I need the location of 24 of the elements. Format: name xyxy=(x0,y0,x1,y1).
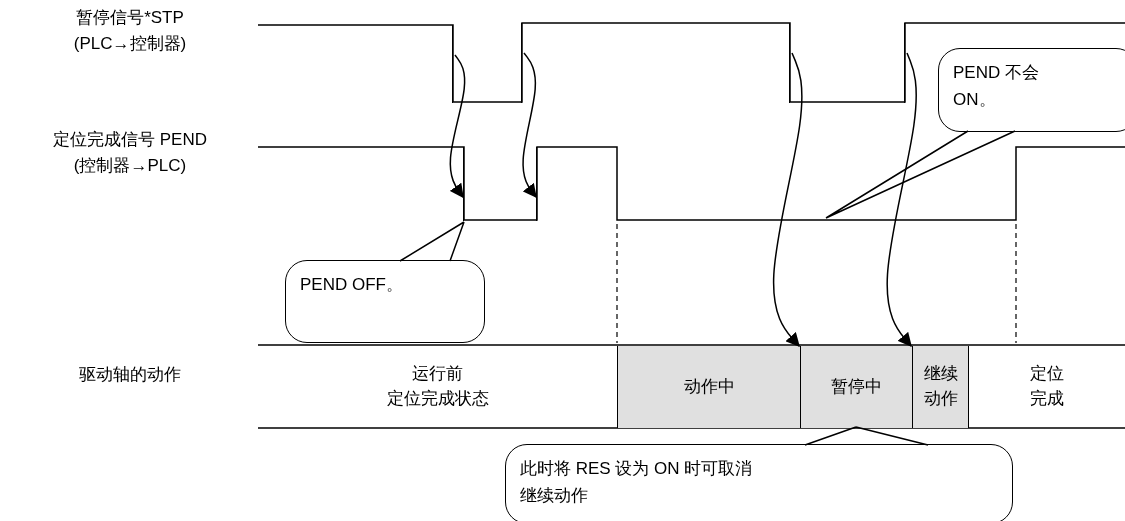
causal-arrow xyxy=(522,52,537,199)
state-label: 动作中 xyxy=(617,346,800,428)
signal-transition xyxy=(463,147,466,221)
callout-bubble: PEND OFF。 xyxy=(285,260,485,343)
signal-transition xyxy=(452,25,455,103)
row-label: 驱动轴的动作 xyxy=(78,364,182,386)
callout-pointer xyxy=(399,221,465,262)
state-label: 运行前定位完成状态 xyxy=(258,346,617,428)
state-label: 继续动作 xyxy=(912,346,968,428)
causal-arrow xyxy=(449,54,466,199)
signal-transition xyxy=(789,23,792,103)
signal-transition xyxy=(521,23,524,103)
callout-pointer xyxy=(825,130,1016,219)
state-label: 暂停中 xyxy=(800,346,912,428)
causal-arrow xyxy=(886,52,917,348)
signal-transition xyxy=(536,147,539,221)
signal-transition xyxy=(904,23,907,103)
callout-pointer xyxy=(804,426,929,446)
callout-bubble: PEND 不会 ON。 xyxy=(938,48,1125,132)
state-label: 定位完成 xyxy=(968,346,1125,428)
signal-label: 暂停信号*STP (PLC→控制器) xyxy=(72,7,188,56)
signal-label: 定位完成信号 PEND (控制器→PLC) xyxy=(52,129,208,178)
callout-bubble: 此时将 RES 设为 ON 时可取消继续动作 xyxy=(505,444,1013,521)
causal-arrow xyxy=(772,52,803,348)
